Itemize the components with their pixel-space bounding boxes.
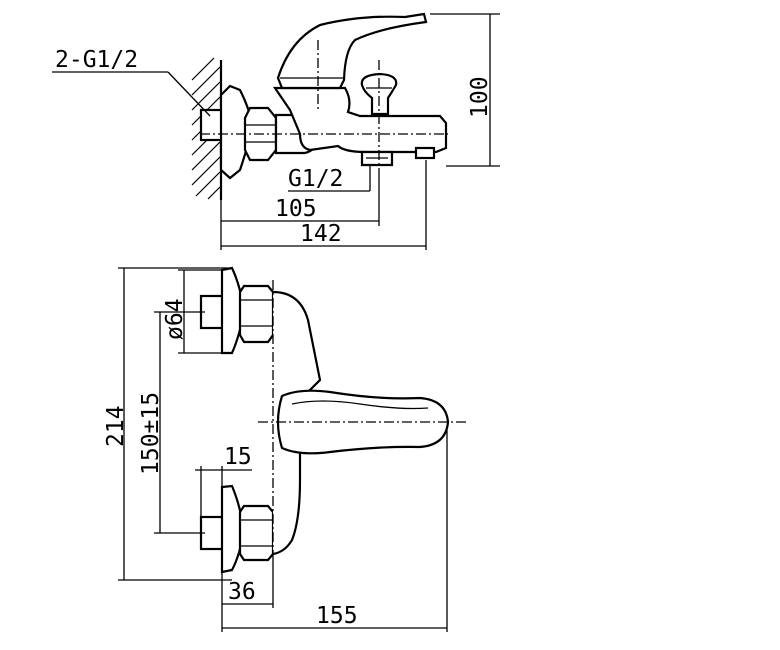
outlet-distance-label: 105: [275, 196, 317, 222]
outlet-thread-callout: G1/2: [288, 165, 371, 192]
center-distance-dimension: 150±15: [138, 311, 205, 534]
depth-dimensions: 36 155: [221, 430, 448, 632]
diameter-dimension: ø64: [162, 269, 222, 354]
height-label: 100: [467, 76, 493, 118]
diameter-label: ø64: [162, 298, 188, 340]
projection-label: 36: [228, 579, 256, 605]
nut-width-label: 15: [224, 444, 252, 470]
faucet-side-view: [199, 12, 448, 180]
outlet-thread-label: G1/2: [288, 166, 343, 192]
faucet-top-view: [199, 266, 466, 574]
length-dimensions: 105 142: [220, 160, 427, 250]
total-depth-label: 155: [316, 603, 358, 629]
total-length-label: 142: [300, 221, 342, 247]
height-dimension: 100: [430, 13, 500, 167]
overall-height-label: 214: [103, 405, 129, 447]
center-distance-label: 150±15: [138, 392, 164, 475]
overall-height-dimension: 214: [103, 267, 232, 581]
inlet-thread-callout: 2-G1/2: [52, 47, 211, 117]
nut-width-dimension: 15: [195, 444, 252, 520]
inlet-thread-label: 2-G1/2: [55, 47, 138, 73]
